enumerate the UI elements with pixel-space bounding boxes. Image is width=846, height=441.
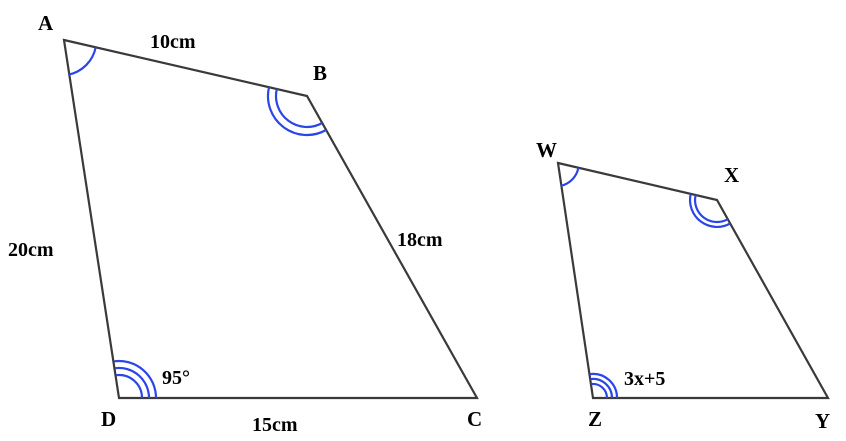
quadrilateral-wxyz: W X Y Z 3x+5 — [536, 138, 830, 433]
vertex-label-x: X — [724, 163, 739, 187]
side-bc-length: 18cm — [397, 229, 443, 251]
angle-w-mark — [560, 167, 580, 187]
vertex-label-z: Z — [588, 407, 602, 431]
angle-b-mark-outer — [266, 86, 327, 137]
angle-d-mark-outer — [114, 359, 158, 399]
angle-d-mark-inner — [115, 373, 144, 399]
vertex-label-y: Y — [815, 409, 830, 433]
vertex-label-a: A — [38, 11, 54, 35]
angle-x-mark-inner — [693, 194, 729, 224]
angle-z-measure: 3x+5 — [624, 368, 665, 390]
side-ab-length: 10cm — [150, 31, 196, 53]
vertex-label-d: D — [101, 407, 116, 431]
side-dc-length: 15cm — [252, 414, 298, 436]
angle-z-mark-middle — [590, 377, 614, 399]
angle-x-mark-outer — [688, 193, 731, 229]
side-ad-length: 20cm — [8, 239, 54, 261]
vertex-label-b: B — [313, 61, 327, 85]
vertex-label-w: W — [536, 138, 557, 162]
vertex-label-c: C — [467, 407, 482, 431]
angle-z-mark-outer — [589, 372, 619, 399]
quadrilateral-abcd: A B C D 10cm 18cm 20cm 15cm 95° — [8, 11, 482, 436]
angle-a-mark — [67, 47, 97, 76]
quad-abcd-outline — [62, 38, 479, 400]
angle-z-mark-inner — [590, 382, 609, 399]
angle-d-mark-middle — [115, 366, 151, 399]
angle-d-measure: 95° — [162, 367, 190, 389]
quad-wxyz-outline — [556, 161, 830, 400]
angle-b-mark-inner — [274, 88, 323, 129]
